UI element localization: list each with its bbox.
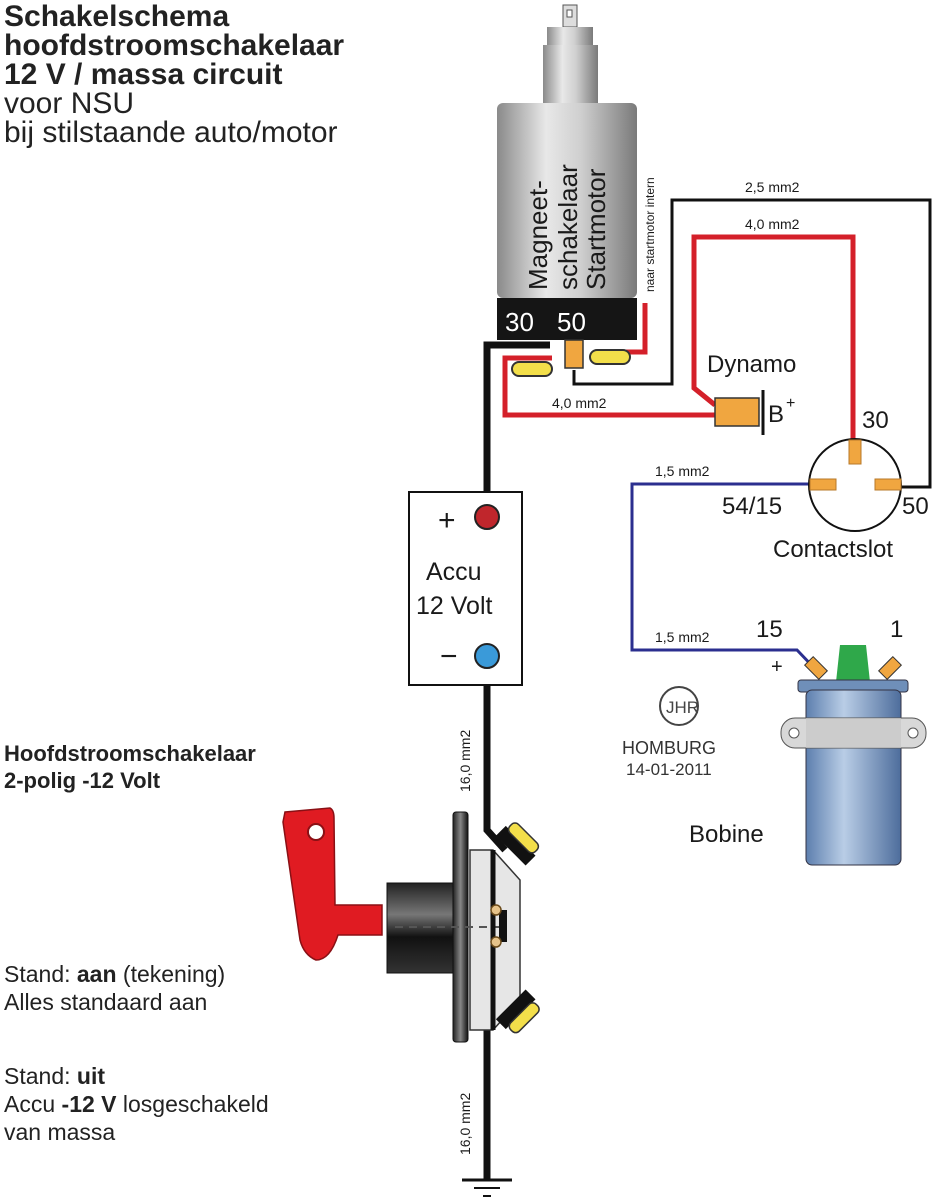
coil-hv-tower [836, 645, 870, 682]
ignition-terminal-54-15-label: 54/15 [722, 493, 782, 520]
solenoid-label-line-1: Magneet- [523, 180, 553, 290]
wire-starter-to-battery [483, 341, 550, 520]
note-on-suffix: (tekening) [116, 961, 226, 987]
wire-label-1-5-bottom: 1,5 mm2 [655, 629, 710, 645]
starter-solenoid: Magneet- schakelaar Startmotor naar star… [497, 4, 657, 340]
battery-minus-terminal [474, 643, 500, 669]
battery-body [408, 491, 523, 686]
solenoid-label: Magneet- schakelaar Startmotor [523, 164, 611, 290]
wire-switch-to-ground [483, 1002, 508, 1180]
main-switch-title: Hoofdstroomschakelaar 2-polig -12 Volt [4, 740, 256, 794]
switch-contact-lower [490, 936, 502, 948]
diagram-title: Schakelschema hoofdstroomschakelaar 12 V… [4, 0, 345, 149]
ignition-switch-label: Contactslot [773, 536, 893, 563]
solenoid-neck [543, 45, 598, 105]
dynamo-terminal [714, 397, 760, 427]
ignition-terminal-30 [848, 439, 862, 465]
wire-starter-to-contactslot-50 [572, 198, 932, 489]
note-off-desc-prefix: Accu [4, 1091, 62, 1117]
wire-label-4-0-bottom: 4,0 mm2 [552, 395, 607, 411]
dynamo-label: Dynamo [707, 351, 796, 378]
author-logo-text: JHR [666, 698, 699, 717]
title-line-2: hoofdstroomschakelaar [4, 29, 345, 62]
wire-dynamo-to-contactslot-30 [691, 234, 856, 440]
battery-label-line-1: Accu [426, 558, 482, 586]
coil-terminal-15-label: 15 [756, 616, 783, 643]
note-off-bold: uit [76, 1063, 105, 1089]
ignition-terminal-50-label: 50 [902, 493, 929, 520]
battery-minus-sign: − [440, 640, 458, 673]
note-off-desc-bold: -12 V [61, 1091, 117, 1117]
main-switch-title-line-1: Hoofdstroomschakelaar [4, 741, 256, 766]
starter-terminal-50-spade [564, 339, 584, 369]
solenoid-label-line-2: schakelaar [553, 164, 583, 290]
starter-terminal-nut-30 [511, 361, 553, 377]
author-date: 14-01-2011 [626, 760, 712, 779]
coil-terminal-1 [877, 655, 903, 681]
solenoid-terminal-band [497, 298, 637, 340]
note-on-desc: Alles standaard aan [4, 989, 208, 1015]
author-stamp: JHR HOMBURG 14-01-2011 [622, 686, 716, 779]
solenoid-top-cap [547, 27, 593, 45]
main-switch-title-line-2: 2-polig -12 Volt [4, 768, 161, 793]
coil-terminal-1-label: 1 [890, 616, 903, 643]
wire-contactslot-to-coil [630, 482, 820, 674]
note-off-prefix: Stand: [4, 1063, 77, 1089]
battery: + Accu 12 Volt − [408, 491, 523, 686]
starter-terminal-nut-internal [589, 349, 631, 365]
ignition-terminal-54-15 [809, 478, 837, 491]
key-hole [307, 823, 325, 841]
title-line-4: voor NSU [4, 87, 135, 120]
solenoid-body [497, 103, 637, 298]
title-line-5: bij stilstaande auto/motor [4, 116, 338, 149]
starter-internal-note: naar startmotor intern [643, 177, 657, 292]
wire-label-4-0-top: 4,0 mm2 [745, 216, 800, 232]
ignition-switch: 30 54/15 50 Contactslot [722, 407, 929, 563]
battery-label-line-2: 12 Volt [416, 592, 493, 620]
battery-plus-sign: + [438, 504, 456, 537]
ignition-terminal-50 [874, 478, 902, 491]
switch-contact-upper [490, 904, 502, 916]
coil-terminal-15 [803, 655, 829, 681]
author-name: HOMBURG [622, 738, 716, 758]
ground-icon [462, 1178, 512, 1197]
wire-battery-to-switch [483, 660, 508, 853]
wire-starter-to-dynamo [502, 355, 715, 418]
note-off-desc-line2: van massa [4, 1119, 116, 1145]
coil-body [805, 689, 902, 866]
dynamo-terminal-label: B [768, 401, 784, 428]
starter-terminal-30-label: 30 [505, 307, 534, 337]
wire-label-16-top: 16,0 mm2 [457, 730, 473, 792]
author-logo [659, 686, 699, 726]
coil-label: Bobine [689, 821, 764, 848]
wire-label-16-bottom: 16,0 mm2 [457, 1093, 473, 1155]
solenoid-label-line-3: Startmotor [581, 168, 611, 290]
switch-key-handle[interactable] [282, 807, 383, 961]
title-line-3: 12 V / massa circuit [4, 58, 283, 91]
dynamo: Dynamo B + [707, 351, 796, 435]
wire-label-1-5-top: 1,5 mm2 [655, 463, 710, 479]
battery-plus-terminal [474, 504, 500, 530]
main-battery-switch[interactable] [282, 807, 543, 1043]
note-on: Stand: aan (tekening) Alles standaard aa… [4, 960, 225, 1016]
ignition-coil: 15 1 + Bobine [689, 616, 927, 866]
starter-terminal-50-label: 50 [557, 307, 586, 337]
title-line-1: Schakelschema [4, 0, 230, 33]
note-on-prefix: Stand: [4, 961, 77, 987]
note-on-bold: aan [76, 961, 117, 987]
ignition-terminal-30-label: 30 [862, 407, 889, 434]
switch-terminal-bolt-top [495, 822, 540, 866]
note-off-desc-suffix: losgeschakeld [116, 1091, 269, 1117]
note-off: Stand: uit Accu -12 V losgeschakeld van … [4, 1062, 269, 1146]
dynamo-terminal-sup: + [786, 395, 795, 412]
wire-label-2-5: 2,5 mm2 [745, 179, 800, 195]
coil-plus-sign: + [771, 656, 783, 678]
switch-terminal-bolt-bottom [495, 989, 540, 1034]
